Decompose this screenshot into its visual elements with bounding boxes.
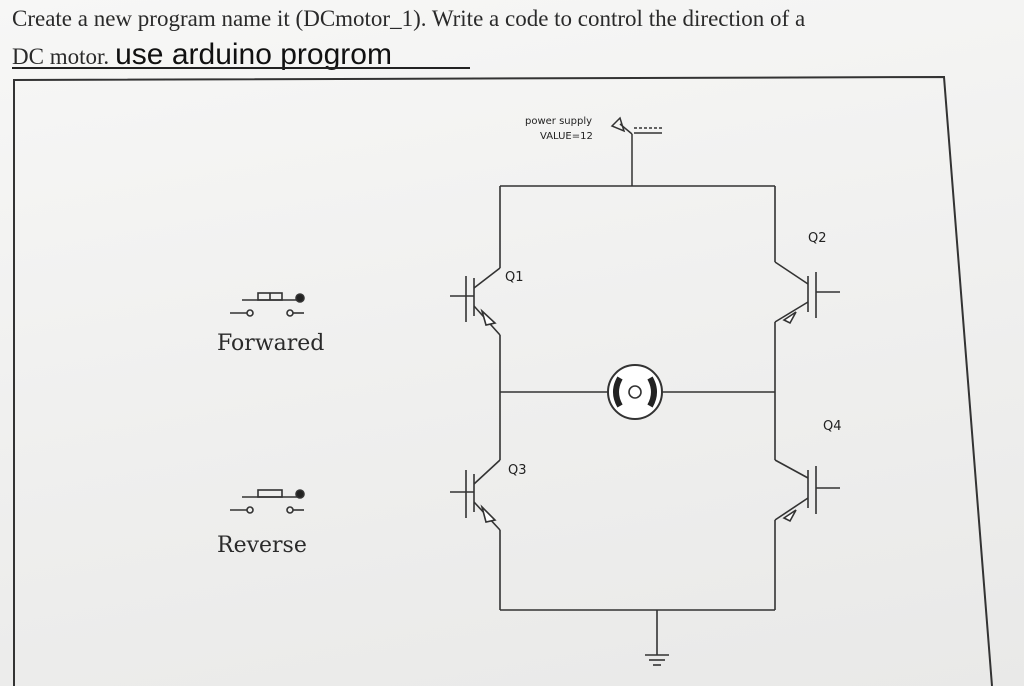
question-text-printed: DC motor. <box>12 44 110 69</box>
power-value-label: VALUE=12 <box>540 131 593 142</box>
reverse-label: Reverse <box>217 533 307 558</box>
transistor-q4 <box>774 459 840 523</box>
label-q2: Q2 <box>808 231 827 246</box>
question-text-line1: Create a new program name it (DCmotor_1)… <box>12 6 806 31</box>
label-q4: Q4 <box>823 419 842 434</box>
forward-label: Forwared <box>217 331 324 356</box>
reverse-pushbutton-icon <box>230 489 305 514</box>
power-supply <box>610 116 662 186</box>
forward-pushbutton-icon <box>230 292 305 317</box>
ground-symbol <box>645 654 669 666</box>
handwritten-note: use arduino progrom <box>115 38 392 71</box>
transistor-q2 <box>774 261 840 325</box>
question-text-line2: DC motor. use arduino progrom <box>12 38 392 72</box>
transistor-q3 <box>450 459 501 531</box>
dc-motor-icon <box>607 364 663 420</box>
label-q1: Q1 <box>505 270 524 285</box>
diagram-frame <box>13 75 993 686</box>
label-q3: Q3 <box>508 463 527 478</box>
power-supply-label: power supply <box>525 116 592 127</box>
h-bridge-wires <box>499 185 776 655</box>
transistor-q1 <box>450 267 501 336</box>
